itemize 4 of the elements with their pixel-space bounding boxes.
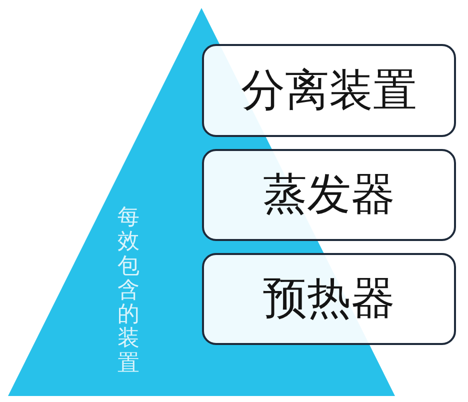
vertical-label: 每效包含的装置 (117, 206, 140, 376)
rounded-box: 预热器 (202, 253, 456, 345)
rounded-box: 分离装置 (202, 44, 456, 137)
rounded-box: 蒸发器 (202, 149, 456, 241)
